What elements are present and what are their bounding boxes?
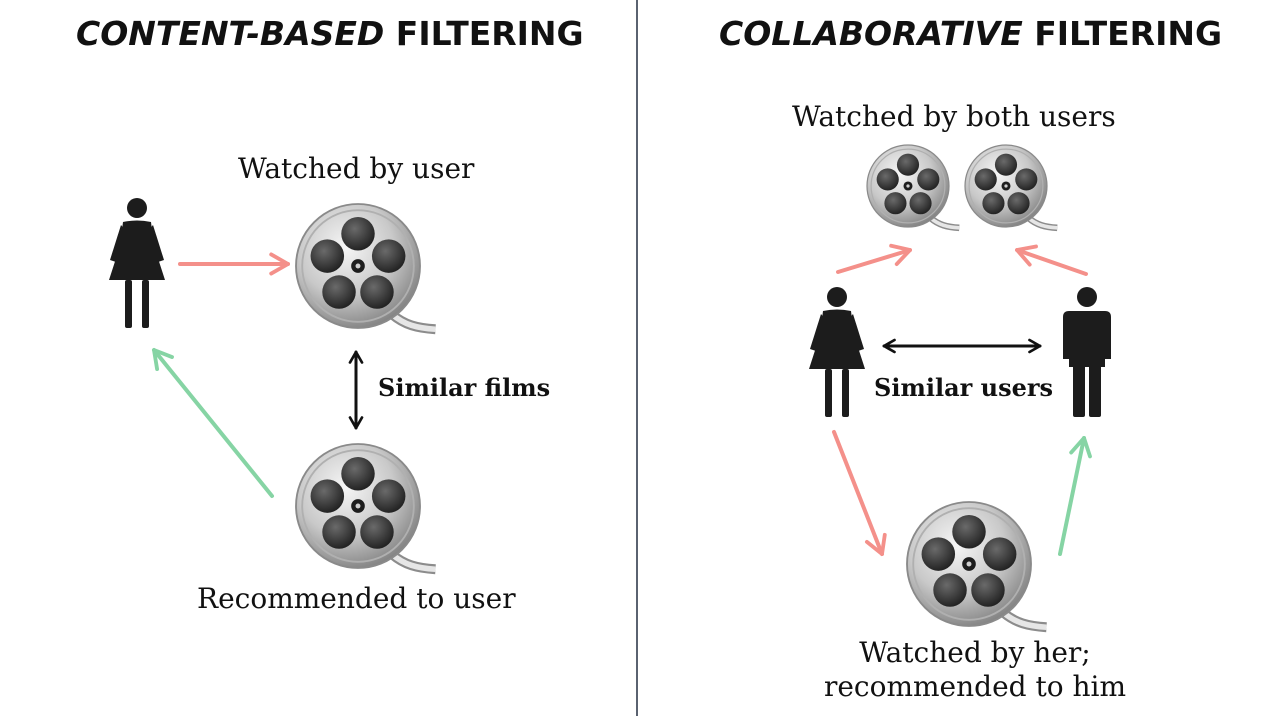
film-reel-icon: [867, 145, 959, 228]
left-similarity-label: Similar films: [378, 373, 551, 402]
film-reel-icon: [907, 502, 1047, 627]
right-bottom-label: Watched by her; recommended to him: [800, 636, 1150, 704]
left-recommended-label: Recommended to user: [197, 582, 516, 615]
right-panel-title: COLLABORATIVE FILTERING: [719, 14, 1222, 53]
left-panel-title: CONTENT-BASED FILTERING: [76, 14, 584, 53]
left-watched-label: Watched by user: [238, 152, 475, 185]
recommended-arrow: [1058, 436, 1092, 556]
left-title-rest: FILTERING: [384, 14, 584, 53]
right-watched-label: Watched by both users: [792, 100, 1116, 133]
right-title-rest: FILTERING: [1022, 14, 1223, 53]
right-bottom-label-line2: recommended to him: [823, 670, 1127, 703]
female-user-icon: [109, 198, 165, 328]
film-reel-icon: [296, 204, 436, 329]
film-reel-icon: [296, 444, 436, 569]
right-bottom-label-line1: Watched by her;: [859, 636, 1091, 669]
film-reel-icon: [965, 145, 1057, 228]
watched-arrow: [832, 430, 887, 556]
female-user-icon: [809, 287, 865, 417]
recommended-arrow: [152, 348, 274, 498]
panel-divider: [636, 0, 638, 716]
right-title-emphasis: COLLABORATIVE: [719, 14, 1023, 53]
male-user-icon: [1063, 287, 1111, 417]
right-similarity-label: Similar users: [874, 373, 1054, 402]
watched-arrow: [836, 243, 912, 274]
left-title-emphasis: CONTENT-BASED: [76, 14, 385, 53]
watched-arrow: [1015, 244, 1088, 276]
